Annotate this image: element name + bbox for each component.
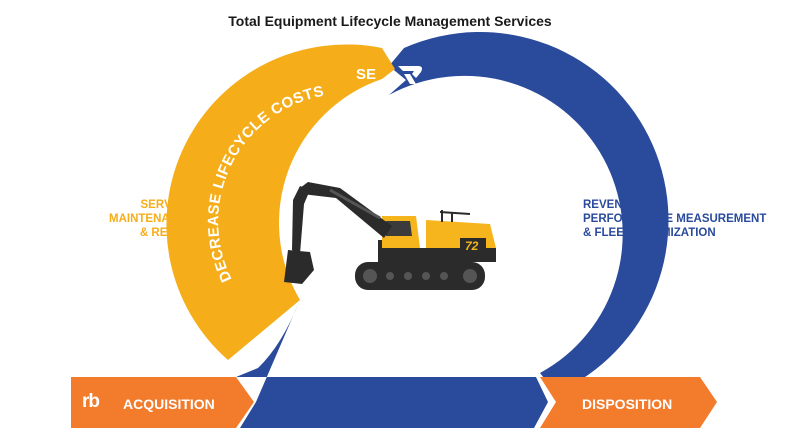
- revenue-performance-label: REVENUE PERFORMANCE MEASUREMENT & FLEET …: [583, 198, 793, 240]
- se-logo-icon: SE: [356, 66, 377, 83]
- disposition-label: DISPOSITION: [582, 396, 673, 412]
- page-title: Total Equipment Lifecycle Management Ser…: [228, 13, 552, 29]
- excavator-model-number: 72: [465, 239, 479, 253]
- service-maintenance-repair-label: SERVICE, MAINTENANCE & REPAIR: [74, 198, 194, 240]
- blue-bottom-band: [236, 300, 548, 428]
- acquisition-label: ACQUISITION: [123, 396, 215, 412]
- left-side-line-2: MAINTENANCE: [109, 213, 194, 225]
- disposition-arrow: [540, 377, 717, 428]
- acquisition-arrow: [71, 377, 254, 428]
- right-side-line-1: REVENUE: [583, 199, 639, 211]
- rb-logo-icon: rb: [82, 391, 100, 412]
- left-side-line-3: & REPAIR: [139, 227, 194, 239]
- r-logo-icon: [398, 66, 422, 84]
- right-side-line-2: PERFORMANCE MEASUREMENT: [583, 213, 767, 225]
- left-side-line-1: SERVICE,: [140, 199, 194, 211]
- blue-ring-segment: [389, 31, 669, 393]
- right-side-line-3: & FLEET OPTIMIZATION: [583, 227, 716, 239]
- yellow-ring-segment: [166, 44, 395, 360]
- excavator-icon: 72: [284, 182, 496, 290]
